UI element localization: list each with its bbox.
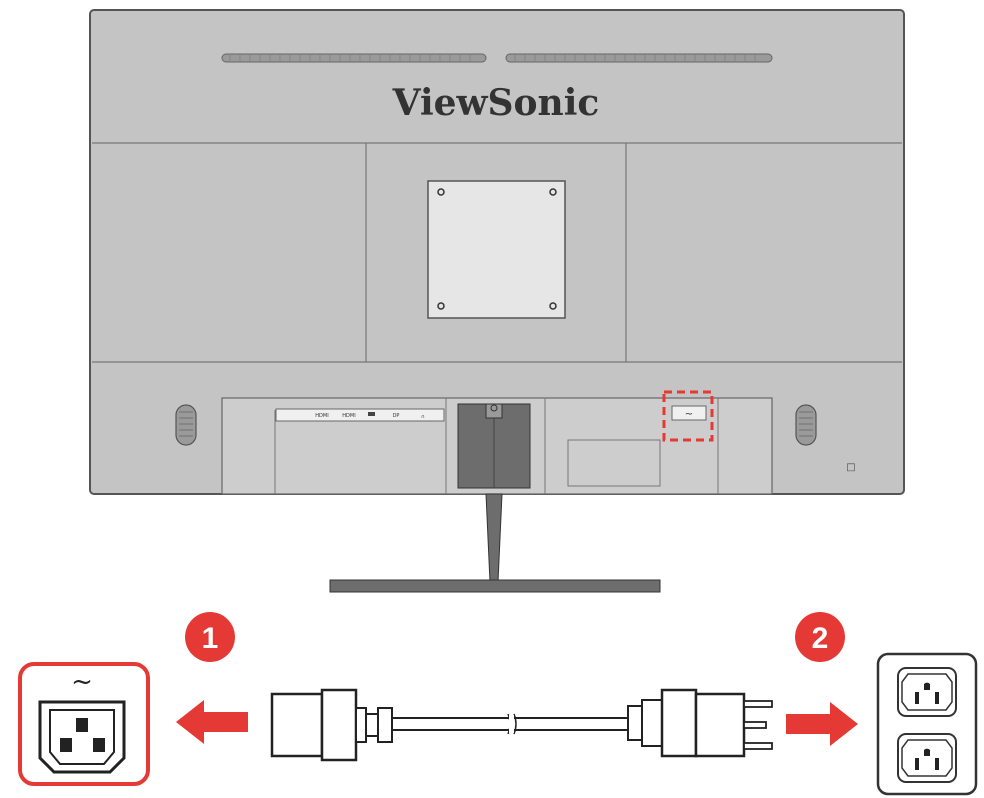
plug-prong bbox=[743, 721, 767, 729]
speaker-right bbox=[795, 404, 817, 446]
power-inlet: ~ bbox=[18, 662, 150, 786]
top-vent-right bbox=[505, 53, 773, 63]
monitor-power-socket bbox=[671, 405, 707, 421]
stand-neck bbox=[485, 493, 503, 583]
socket-pin-neutral bbox=[60, 738, 72, 752]
slot bbox=[935, 692, 939, 704]
port-label-hdmi-1: HDMI bbox=[315, 413, 328, 419]
monitor-back: ViewSonic HDMI HDMI DP bbox=[89, 9, 905, 495]
wall-plug-body bbox=[627, 705, 643, 741]
monitor-stand bbox=[329, 493, 661, 593]
inlet-ac-symbol: ~ bbox=[71, 667, 93, 697]
ground-hole bbox=[924, 748, 930, 756]
vesa-screw-hole bbox=[437, 188, 445, 196]
port-label-hdmi-2: HDMI bbox=[342, 413, 355, 419]
socket-pin-earth bbox=[76, 718, 88, 732]
step-badge-2: 2 bbox=[795, 612, 845, 662]
plug-prong bbox=[743, 700, 773, 708]
headphone-icon: ∩ bbox=[421, 414, 425, 420]
wall-outlet bbox=[876, 652, 978, 796]
slot bbox=[915, 692, 919, 704]
monitor-power-symbol: ~ bbox=[685, 409, 693, 420]
step-number: 2 bbox=[812, 622, 829, 655]
vesa-screw-hole bbox=[549, 302, 557, 310]
brand-logo: ViewSonic bbox=[392, 82, 600, 124]
port-strip bbox=[275, 408, 445, 422]
socket-pin-live bbox=[93, 738, 105, 752]
ground-hole bbox=[924, 682, 930, 690]
vesa-mount-plate bbox=[427, 180, 566, 319]
power-socket-highlight bbox=[662, 390, 714, 442]
vesa-screw-hole bbox=[437, 302, 445, 310]
port-label-dp: DP bbox=[393, 413, 400, 419]
slot bbox=[935, 758, 939, 770]
arrow-right-icon bbox=[786, 702, 858, 746]
step-circle bbox=[795, 612, 845, 662]
vesa-screw-hole bbox=[549, 188, 557, 196]
step-badge-1: 1 bbox=[185, 612, 235, 662]
step-number: 1 bbox=[202, 622, 219, 655]
lock-icon: □ bbox=[846, 462, 855, 473]
plug-prong bbox=[743, 742, 773, 750]
slot bbox=[915, 758, 919, 770]
stand-base bbox=[329, 579, 661, 593]
speaker-left bbox=[175, 404, 197, 446]
step-circle bbox=[185, 612, 235, 662]
top-vent-left bbox=[221, 53, 487, 63]
iec-plug-body bbox=[270, 692, 324, 758]
port-dp-connector bbox=[368, 412, 375, 416]
power-cable bbox=[270, 688, 773, 762]
arrow-left-icon bbox=[176, 700, 248, 744]
